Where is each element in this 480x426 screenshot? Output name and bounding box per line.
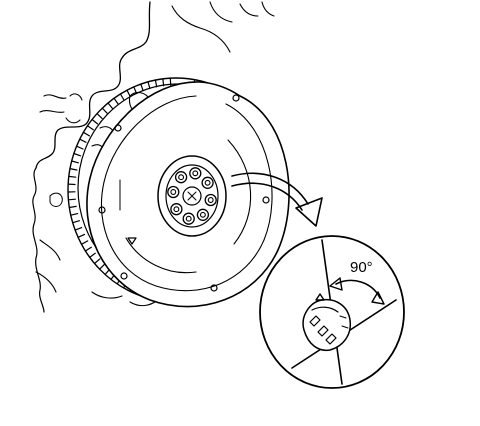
hub-bolt bbox=[204, 193, 217, 207]
gear-tooth bbox=[107, 102, 114, 110]
gear-tooth bbox=[79, 138, 87, 143]
gear-tooth bbox=[84, 246, 92, 252]
hub-bolt bbox=[182, 212, 195, 225]
gear-tooth bbox=[73, 152, 82, 157]
gear-tooth bbox=[96, 112, 103, 120]
gear-tooth bbox=[91, 118, 99, 125]
gear-tooth bbox=[72, 220, 81, 224]
hub-bolt bbox=[170, 203, 183, 216]
gear-tooth bbox=[71, 160, 80, 164]
gear-tooth bbox=[98, 263, 106, 270]
flywheel-hub bbox=[157, 155, 227, 237]
pointer-arrow bbox=[231, 172, 323, 227]
hub-bolt bbox=[174, 171, 188, 184]
gear-tooth bbox=[147, 81, 151, 90]
gear-tooth bbox=[68, 175, 77, 178]
gear-tooth bbox=[162, 78, 165, 87]
gear-tooth bbox=[89, 252, 96, 258]
gear-tooth bbox=[77, 233, 86, 238]
hub-bolt bbox=[196, 208, 210, 221]
angle-label: 90° bbox=[350, 259, 373, 276]
hub-bolt bbox=[201, 176, 214, 189]
gear-tooth bbox=[67, 198, 77, 201]
gear-tooth bbox=[68, 205, 77, 209]
gear-tooth bbox=[74, 227, 83, 231]
gear-tooth bbox=[133, 86, 138, 94]
gear-tooth bbox=[154, 79, 158, 88]
gear-tooth bbox=[69, 168, 78, 171]
gear-tooth bbox=[70, 213, 79, 216]
gear-tooth bbox=[113, 97, 119, 105]
gear-tooth bbox=[140, 83, 144, 92]
gear-tooth bbox=[101, 107, 108, 114]
gear-tooth bbox=[126, 89, 131, 98]
gear-tooth bbox=[75, 145, 84, 150]
hub-bolt bbox=[167, 185, 180, 199]
detail-view: 90° bbox=[259, 235, 405, 389]
hub-bolts bbox=[167, 167, 217, 225]
hub-bolt bbox=[189, 167, 202, 180]
gear-tooth bbox=[119, 93, 125, 101]
gear-tooth bbox=[93, 258, 101, 265]
gear-tooth bbox=[86, 125, 94, 131]
hub-closeup bbox=[302, 293, 352, 352]
gear-tooth bbox=[80, 240, 89, 245]
gear-tooth bbox=[82, 131, 91, 137]
